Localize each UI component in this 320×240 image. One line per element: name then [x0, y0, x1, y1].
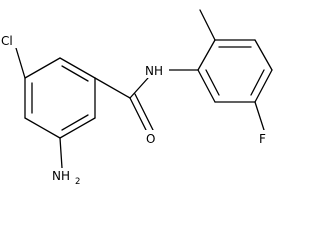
bond-c-n	[129, 77, 149, 99]
amino-nh-label: NH	[52, 169, 70, 183]
oxygen-label: O	[146, 132, 155, 146]
amide-nh-label: NH	[145, 64, 163, 78]
bond	[254, 69, 273, 103]
atom-labels: Cl NH O F NH 2	[0, 32, 271, 187]
bond	[24, 57, 61, 79]
fluorine-label: F	[259, 132, 266, 146]
bond	[254, 39, 273, 71]
bond-inner	[250, 69, 265, 96]
bond	[197, 39, 216, 71]
chlorine-label: Cl	[1, 34, 13, 48]
bonds	[15, 9, 273, 169]
bond-carbonyl	[94, 77, 131, 99]
bond-cl	[15, 47, 26, 79]
bond-nh2	[59, 137, 63, 169]
bond-inner	[61, 114, 89, 131]
bond-f	[254, 101, 265, 131]
bond-c-o-double	[134, 93, 154, 131]
bond-inner	[205, 69, 220, 96]
bond-c-o	[129, 97, 149, 135]
structure-canvas: Cl NH O F NH 2	[0, 9, 273, 187]
bond-inner	[61, 65, 89, 82]
bond	[197, 69, 216, 103]
bond-methyl	[199, 9, 216, 41]
chemical-structure-diagram: Cl NH O F NH 2	[0, 9, 273, 187]
bond	[59, 117, 96, 139]
amino-subscript-label: 2	[75, 177, 80, 187]
bond	[59, 57, 96, 79]
bond	[24, 117, 61, 139]
